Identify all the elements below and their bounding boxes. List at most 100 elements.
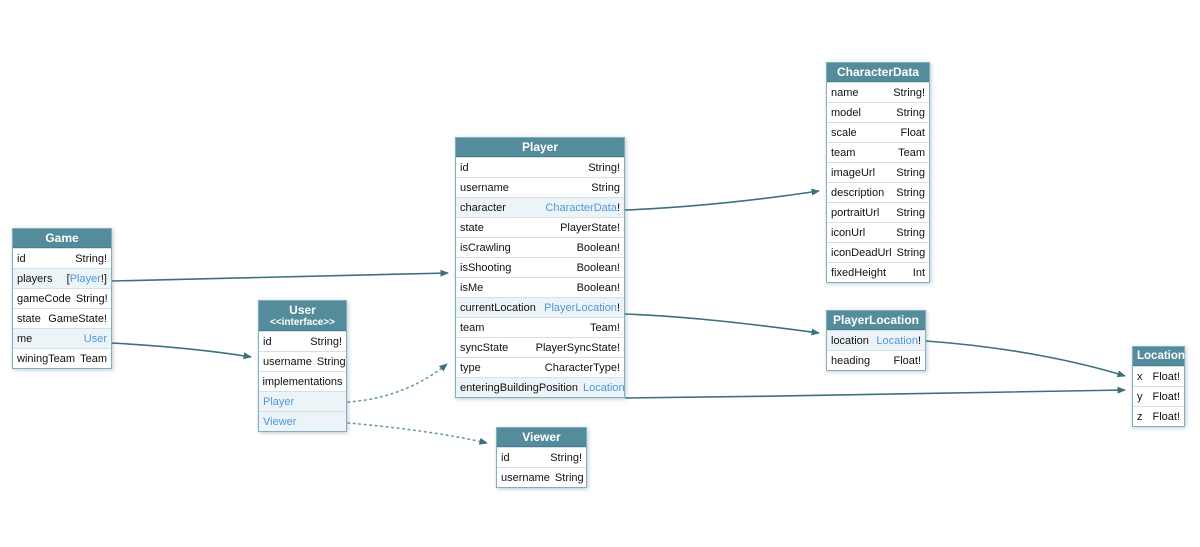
table-header-playerlocation[interactable]: PlayerLocation: [827, 311, 925, 330]
field-type: String!: [893, 87, 925, 99]
field-type: Float!: [1152, 411, 1180, 423]
type-link[interactable]: Location: [583, 381, 625, 394]
field-row-user-implementations[interactable]: implementations: [259, 371, 346, 391]
table-title: CharacterData: [836, 65, 920, 79]
field-name: y: [1137, 390, 1143, 403]
field-name: name: [831, 86, 859, 99]
field-row-player-type[interactable]: type CharacterType!: [456, 357, 624, 377]
table-header-game[interactable]: Game: [13, 229, 111, 248]
table-header-user[interactable]: User<<interface>>: [259, 301, 346, 331]
type-text: String: [896, 226, 925, 239]
type-text: String!: [588, 161, 620, 174]
edge-game-me-to-user[interactable]: [111, 342, 252, 360]
field-row-characterdata-name[interactable]: name String!: [827, 82, 929, 102]
table-header-player[interactable]: Player: [456, 138, 624, 157]
edge-user-player-implementation[interactable]: [347, 363, 448, 403]
type-link[interactable]: Location: [876, 334, 918, 347]
field-name: id: [263, 335, 272, 348]
table-header-characterdata[interactable]: CharacterData: [827, 63, 929, 82]
field-type: GameState!: [48, 313, 107, 325]
edge-playerlocation-location-to-location[interactable]: [925, 340, 1126, 378]
table-header-location[interactable]: Location: [1133, 347, 1185, 366]
field-type: String!: [550, 452, 582, 464]
field-type: String: [896, 187, 925, 199]
type-text: Float!: [1152, 410, 1180, 423]
field-name: id: [460, 161, 469, 174]
type-link[interactable]: PlayerLocation: [544, 301, 617, 314]
type-text: String: [896, 246, 926, 259]
field-name: location: [831, 334, 869, 347]
edge-game-players-to-player[interactable]: [111, 269, 449, 282]
table-header-viewer[interactable]: Viewer: [497, 428, 586, 447]
edge-user-viewer-implementation[interactable]: [347, 422, 488, 445]
field-type: Float!: [1152, 371, 1180, 383]
field-type: CharacterData!: [545, 202, 620, 214]
field-type: String: [897, 247, 926, 259]
field-type: String!: [76, 293, 108, 305]
field-name: team: [831, 146, 856, 159]
type-link[interactable]: CharacterData: [545, 201, 617, 214]
type-text: Boolean!: [576, 281, 620, 294]
field-name: username: [263, 355, 312, 368]
table-title: Game: [45, 231, 79, 245]
table-title: User: [289, 303, 316, 317]
field-row-game-gameCode[interactable]: gameCode String!: [13, 288, 111, 308]
field-name: model: [831, 106, 861, 119]
field-row-player-id[interactable]: id String!: [456, 157, 624, 177]
type-text: String: [896, 106, 925, 119]
field-row-characterdata-model[interactable]: model String: [827, 102, 929, 122]
field-row-user-Player[interactable]: Player: [259, 391, 346, 411]
field-name: gameCode: [17, 292, 71, 305]
field-name: username: [501, 471, 550, 484]
type-text: String!: [75, 292, 108, 305]
type-text: CharacterType!: [544, 361, 620, 374]
type-link[interactable]: Player: [69, 272, 101, 285]
field-type: Float: [901, 127, 925, 139]
type-text: Int: [912, 266, 925, 279]
field-row-game-players[interactable]: players[Player!]: [13, 268, 111, 288]
edge-player-enteringbuildingposition-to-location[interactable]: [624, 386, 1126, 399]
edge-player-currentlocation-to-playerlocation[interactable]: [624, 313, 820, 336]
field-row-user-Viewer[interactable]: Viewer: [259, 411, 346, 431]
type-link[interactable]: User: [83, 332, 107, 345]
edge-player-character-to-characterdata[interactable]: [624, 188, 820, 211]
field-type: String: [591, 182, 620, 194]
field-name: type: [460, 361, 481, 374]
field-type: CharacterType!: [545, 362, 620, 374]
type-text: [: [66, 272, 70, 285]
type-text: Boolean!: [576, 241, 620, 254]
field-name: isShooting: [460, 261, 512, 274]
